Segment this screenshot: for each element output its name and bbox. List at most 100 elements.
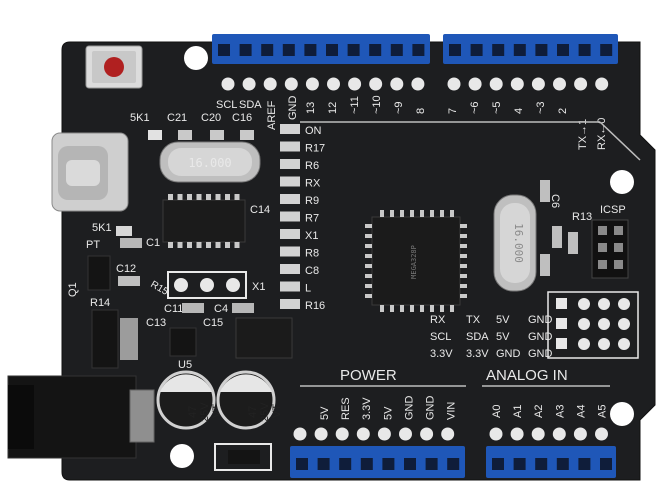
chip-pin [168, 242, 173, 248]
chip-pin [177, 242, 183, 248]
label-scl: SCL [216, 99, 237, 111]
header-socket[interactable] [404, 458, 416, 470]
header-socket[interactable] [261, 44, 274, 56]
icsp-pin[interactable] [598, 260, 607, 269]
header-socket[interactable] [326, 44, 338, 56]
icsp-pin[interactable] [598, 226, 607, 235]
header-socket[interactable] [513, 44, 526, 56]
header-socket[interactable] [317, 458, 330, 470]
header-socket[interactable] [282, 44, 295, 56]
smd-part [540, 180, 550, 202]
crystal2-marking: 16.000 [512, 223, 525, 263]
chip-pin [168, 194, 173, 200]
chip-pin [215, 242, 221, 248]
header-socket[interactable] [492, 458, 504, 470]
header-socket[interactable] [447, 458, 460, 470]
smd-part [210, 130, 224, 140]
digital-pin-label: ~3 [535, 101, 547, 114]
pin-pad [284, 77, 298, 91]
crystal-oscillator-2: 16.000 [493, 194, 537, 292]
chip-pin [365, 274, 372, 278]
label-pt: PT [86, 239, 100, 251]
pin-pad [377, 427, 391, 441]
header-socket[interactable] [470, 44, 483, 56]
pin-pad [618, 318, 630, 330]
header-socket[interactable] [382, 458, 395, 470]
pin-pad [556, 298, 567, 309]
chip-pin [365, 244, 372, 248]
reset-button[interactable] [85, 45, 143, 89]
mcu-marking: MEGA328P [410, 245, 418, 279]
led-column-label: L [305, 283, 311, 295]
smd-part [568, 232, 578, 254]
pin-pad [327, 77, 340, 91]
smd-led [280, 246, 300, 257]
pin-pad [420, 427, 434, 441]
pin-pad [348, 77, 362, 91]
icsp-pin[interactable] [614, 243, 623, 252]
header-socket[interactable] [347, 44, 360, 56]
label-sda: SDA [239, 99, 262, 111]
crystal-oscillator: 16.000 [159, 141, 261, 183]
i2c-grid-label: GND [528, 331, 553, 343]
header-socket[interactable] [296, 458, 308, 470]
header-socket[interactable] [600, 458, 612, 470]
pin-pad [293, 427, 307, 441]
header-socket[interactable] [492, 44, 505, 56]
smd-led [280, 264, 300, 274]
analog-pin-label: A2 [533, 405, 545, 418]
icsp-pin[interactable] [598, 243, 607, 252]
header-socket[interactable] [578, 44, 591, 56]
led-column-label: X1 [305, 230, 318, 242]
bottom-header-power [290, 446, 465, 478]
header-socket[interactable] [304, 44, 317, 56]
analog-pin-label: A1 [512, 405, 524, 418]
header-socket[interactable] [557, 44, 569, 56]
i2c-grid-label: GND [496, 348, 521, 360]
header-socket[interactable] [412, 44, 425, 56]
power-pin-label: 5V [382, 406, 394, 420]
pin-pad [531, 427, 545, 441]
header-socket[interactable] [578, 458, 591, 470]
chip-pin [460, 294, 467, 298]
electrolytic-capacitor-right [216, 370, 276, 430]
header-socket[interactable] [390, 44, 403, 56]
label-analog-in: ANALOG IN [486, 367, 568, 384]
header-socket[interactable] [360, 458, 373, 470]
header-socket[interactable] [339, 458, 352, 470]
slide-switch[interactable] [214, 443, 272, 471]
chip-pin [400, 305, 404, 312]
header-socket[interactable] [600, 44, 613, 56]
chip-pin [234, 194, 240, 200]
header-socket[interactable] [556, 458, 569, 470]
header-socket[interactable] [535, 458, 548, 470]
header-socket[interactable] [535, 44, 548, 56]
digital-pin-label: 7 [447, 108, 459, 114]
chip-pin [410, 305, 414, 312]
header-socket[interactable] [239, 44, 252, 56]
header-socket[interactable] [369, 44, 382, 56]
label-power: POWER [340, 367, 397, 384]
icsp-header [591, 219, 629, 279]
chip-pin [187, 242, 192, 248]
smd-part [182, 303, 204, 313]
digital-pin-label: ~11 [349, 96, 361, 114]
header-socket[interactable] [425, 458, 438, 470]
chip-pin [440, 210, 444, 217]
chip-pin [450, 210, 454, 217]
pin-pad [221, 77, 235, 91]
header-socket[interactable] [449, 44, 461, 56]
chip-pin [450, 305, 454, 312]
header-socket[interactable] [218, 44, 230, 56]
chip-pin [365, 254, 372, 258]
digital-pin-label: 2 [557, 108, 569, 114]
icsp-pin[interactable] [614, 260, 623, 269]
pin-pad [263, 77, 277, 91]
electrolytic-capacitor-left [156, 370, 216, 430]
header-socket[interactable] [513, 458, 526, 470]
power-pin-label: VIN [446, 402, 458, 420]
chip-pin [234, 242, 240, 248]
smd-part [178, 130, 192, 140]
icsp-pin[interactable] [614, 226, 623, 235]
